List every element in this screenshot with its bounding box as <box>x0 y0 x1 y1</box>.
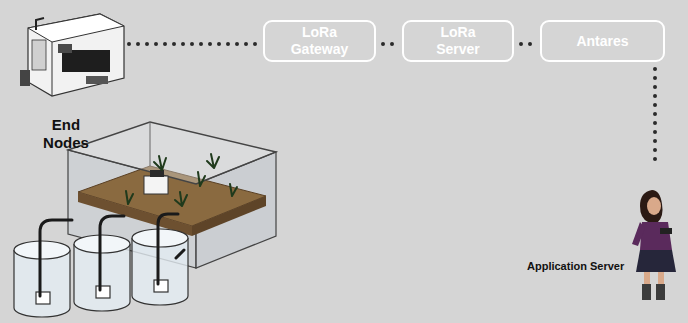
process-box: Antares <box>540 20 665 62</box>
water-tanks-part <box>74 235 130 253</box>
pipes-part <box>100 216 124 290</box>
person-figure <box>632 190 676 300</box>
end-node-device-part <box>32 40 46 70</box>
person-figure-part <box>647 197 661 215</box>
node-label: End Nodes <box>34 116 98 152</box>
water-tanks-part <box>132 238 188 305</box>
end-node-device-part <box>28 14 124 42</box>
dotted-link <box>129 42 256 46</box>
person-figure-part <box>636 250 676 272</box>
dotted-link <box>521 42 533 46</box>
water-tanks-part <box>14 241 70 259</box>
pipes-part <box>40 220 72 296</box>
end-node-device <box>20 14 124 96</box>
process-box: LoRa Server <box>402 20 514 62</box>
dotted-link <box>653 69 657 164</box>
greenhouse-part <box>192 196 266 236</box>
end-node-device-part <box>20 70 30 86</box>
person-figure-part <box>632 222 645 246</box>
water-tanks-part <box>132 229 188 247</box>
end-node-device-part <box>86 76 108 84</box>
plants-part <box>154 156 166 170</box>
node-label: LoRa Gateway <box>284 24 356 58</box>
person-figure-part <box>660 228 672 234</box>
person-figure-part <box>640 190 663 222</box>
greenhouse-part <box>150 122 151 166</box>
end-node-device-part <box>62 50 110 72</box>
dotted-link <box>383 42 395 46</box>
process-box: LoRa Gateway <box>263 20 376 62</box>
greenhouse-part <box>150 170 164 177</box>
pipes-part <box>176 250 184 258</box>
water-tanks-part <box>14 250 70 317</box>
plants-part <box>126 191 133 204</box>
greenhouse-part <box>144 176 168 194</box>
end-node-device-part <box>28 14 124 96</box>
end-node: End Nodes <box>10 8 122 152</box>
person-figure-part <box>640 222 672 250</box>
end-node-device-part <box>52 42 53 96</box>
plants-part <box>230 184 237 196</box>
pipes <box>40 214 184 296</box>
end-node-device-part <box>36 18 44 30</box>
plants <box>126 154 237 206</box>
plants-part <box>175 192 187 206</box>
water-tanks-part <box>96 286 110 298</box>
greenhouse-part <box>68 122 276 184</box>
node-label: Antares <box>576 33 628 50</box>
person-figure-part <box>644 272 650 286</box>
application-server: Application Server <box>520 168 682 300</box>
plants-part <box>198 172 205 186</box>
node-label: Application Server <box>527 260 624 273</box>
person-figure-part <box>658 272 664 286</box>
node-label: LoRa Server <box>422 24 494 58</box>
end-node-device-part <box>58 44 72 53</box>
water-tanks-part <box>36 292 50 304</box>
pipes-part <box>158 214 178 284</box>
plants-part <box>207 154 219 168</box>
person-figure-part <box>642 284 651 300</box>
person-figure-part <box>656 284 665 300</box>
water-tanks-part <box>154 280 168 292</box>
water-tanks-part <box>74 244 130 311</box>
